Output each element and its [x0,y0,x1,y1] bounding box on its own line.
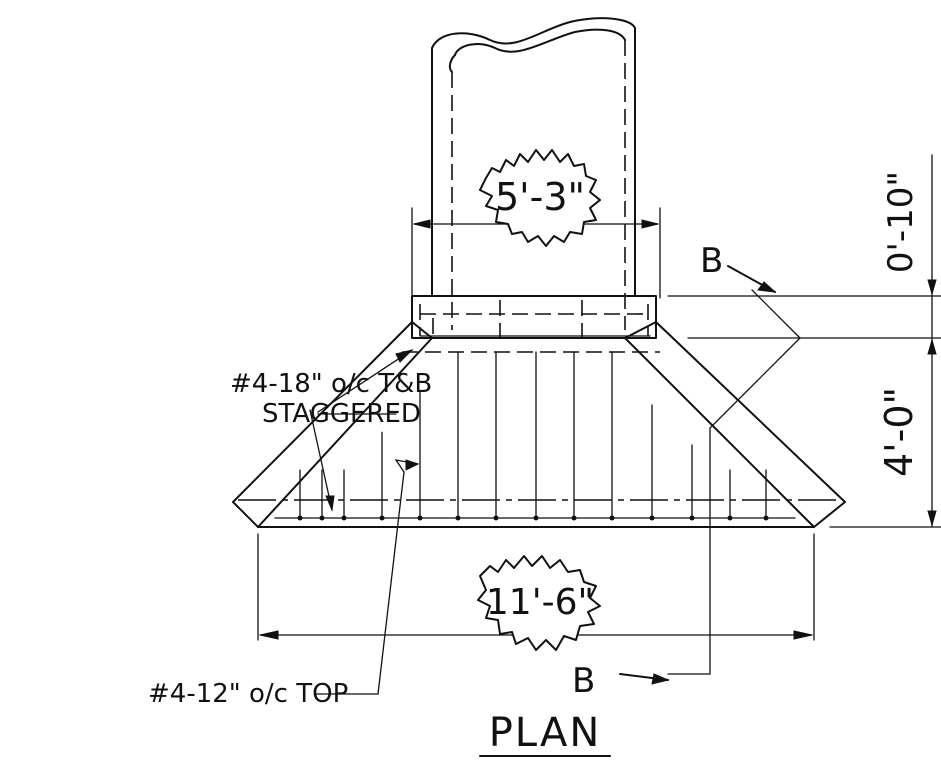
column-width-dimension: 5'-3" [411,149,661,299]
bar-end-dot [571,515,577,521]
bar-end-dot [455,515,461,521]
note-top: #4-12" o/c TOP [148,459,420,709]
vertical-bars [297,351,769,521]
footing-depth-label: 4'-0" [877,387,921,477]
note-top-text: #4-12" o/c TOP [148,679,348,709]
footing-outline [232,321,846,528]
bar-end-dot [379,515,385,521]
bar-end-dot [649,515,655,521]
base-width-dimension: 11'-6" [257,533,815,651]
title-text: PLAN [489,710,602,756]
bar-end-dot [763,515,769,521]
bar-end-dot [533,515,539,521]
bar-end-dot [417,515,423,521]
bar-end-dot [609,515,615,521]
cap-plate [411,295,657,339]
bar-end-dot [689,515,695,521]
note-staggered: #4-18" o/c T&B STAGGERED [230,349,432,512]
bar-end-dot [297,515,303,521]
base-width-cloud [477,555,601,651]
section-marker-bottom: B [572,661,670,701]
drawing-title: PLAN [479,710,611,757]
base-width-label: 11'-6" [486,582,594,623]
column-width-label: 5'-3" [495,175,585,219]
section-mark-top-label: B [700,241,723,281]
note-staggered-line1: #4-18" o/c T&B [230,369,432,399]
section-marker-top: B [667,241,801,675]
column-pipe [431,17,636,330]
height-dimensions: 0'-10" 4'-0" [667,154,941,528]
cap-height-label: 0'-10" [881,171,921,273]
bar-end-dot [341,515,347,521]
bar-end-dot [493,515,499,521]
column-width-cloud [479,149,601,247]
bar-end-dot [727,515,733,521]
bar-end-dot [319,515,325,521]
section-mark-bottom-label: B [572,661,595,701]
